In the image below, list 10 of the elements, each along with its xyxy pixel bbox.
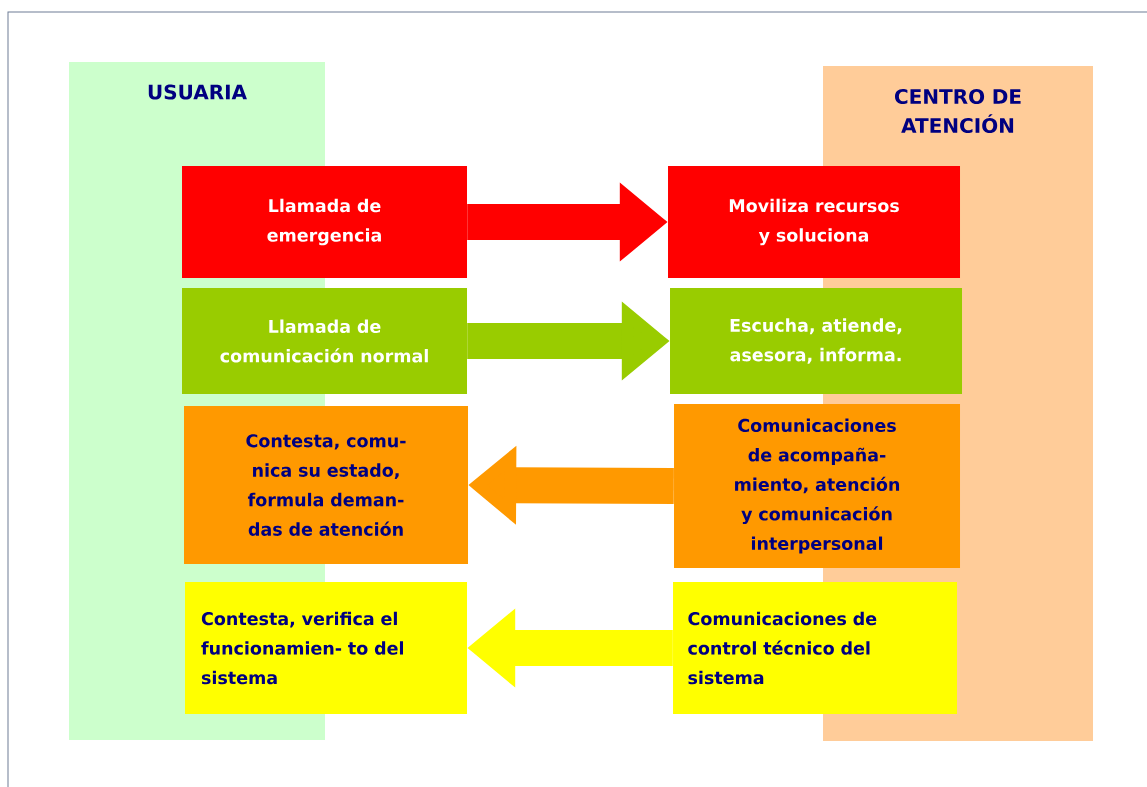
- text-box: Escucha, atiende, asesora, informa.: [670, 288, 962, 394]
- text-box: Moviliza recursos y soluciona: [668, 166, 960, 278]
- text-box: Llamada de emergencia: [182, 166, 467, 278]
- text-box: Contesta, verifica el funcionamien- to del sistema: [185, 582, 467, 714]
- column-heading: USUARIA: [148, 84, 247, 100]
- column-heading: CENTRO DE ATENCIÓN: [895, 88, 1021, 134]
- text-box: Llamada de comunicación normal: [182, 288, 467, 394]
- text-box: Comunicaciones de control técnico del sistema: [673, 582, 957, 714]
- text-box: Contesta, comu- nica su estado, formula deman- das de atención: [184, 406, 468, 564]
- text-box: Comunicaciones de acompaña- miento, atención y comunicación interpersonal: [674, 404, 960, 568]
